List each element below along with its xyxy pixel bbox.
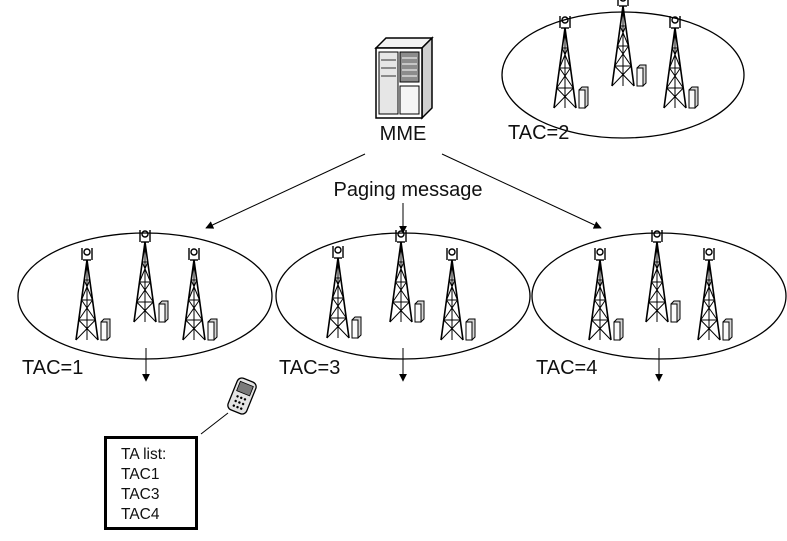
tracking-area-1-ellipse [17,232,273,360]
paging-arrows [205,153,602,234]
cell-tower-icon [326,245,362,339]
mobile-phone-icon [227,377,257,415]
ta-list-box: TA list: TAC1 TAC3 TAC4 [104,436,198,530]
cell-tower-icon [645,229,681,323]
ta-list-title: TA list: [121,446,167,463]
cell-tower-icon [440,247,476,341]
ta-list-item: TAC3 [121,486,160,503]
tracking-area-4 [531,229,787,382]
cell-tower-icon [133,229,169,323]
ta-list-item: TAC4 [121,506,160,523]
tracking-area-2 [501,0,745,139]
paging-arrow-right [441,153,602,229]
paging-message-label: Paging message [334,179,483,201]
tracking-area-1 [17,229,273,382]
mme-server-icon [374,36,434,120]
cell-tower-icon [588,247,624,341]
tac-label-2: TAC=2 [508,122,569,144]
ta-list-item: TAC1 [121,466,160,483]
cell-tower-icon [389,229,425,323]
cell-tower-icon [182,247,218,341]
cell-tower-icon [663,15,699,109]
tac-label-4: TAC=4 [536,357,597,379]
phone-connector-line [200,412,229,435]
cell-tower-icon [553,15,589,109]
mme-label: MME [380,123,427,145]
paging-arrow-left [205,153,366,229]
cell-tower-icon [697,247,733,341]
tac-label-1: TAC=1 [22,357,83,379]
tracking-area-3 [275,229,531,382]
cell-tower-icon [75,247,111,341]
tac-label-3: TAC=3 [279,357,340,379]
